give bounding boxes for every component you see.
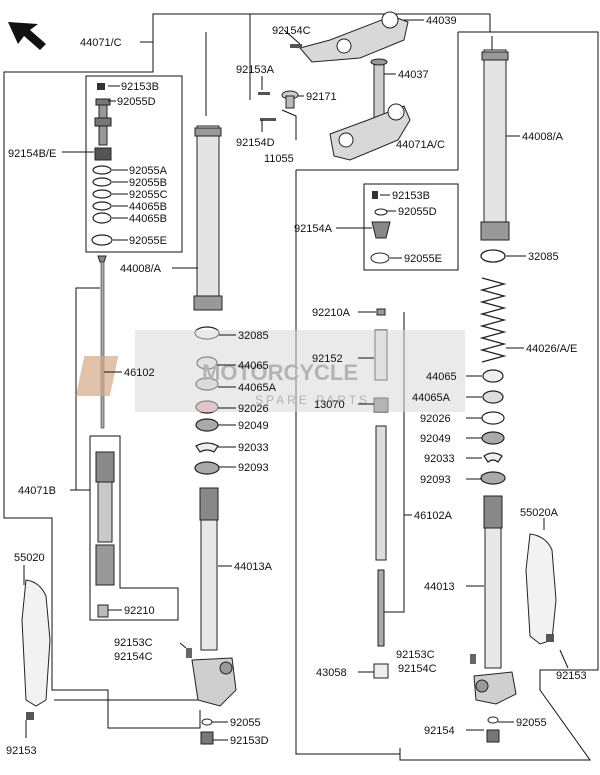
label-44071C: 44071/C: [80, 37, 122, 49]
valve-assembly-92154BE: [94, 98, 112, 161]
label-44065-right: 44065: [426, 371, 457, 383]
watermark: MOTORCYCLE SPARE PARTS: [75, 330, 465, 412]
label-92210: 92210: [124, 605, 155, 617]
label-92153B-right: 92153B: [392, 190, 430, 202]
cap-bolt-92153B-right: [372, 191, 378, 199]
o-rings-stack: [91, 165, 113, 246]
label-92154D: 92154D: [236, 137, 275, 149]
label-44013A: 44013A: [234, 561, 273, 573]
label-92055E: 92055E: [129, 235, 167, 247]
label-44065A-right: 44065A: [412, 392, 451, 404]
rod-46102: [97, 255, 107, 429]
label-44071AC: 44071A/C: [396, 139, 445, 151]
outer-tube-44008A-left: [193, 32, 223, 311]
label-46102: 46102: [124, 367, 155, 379]
fork-guard-55020A: [525, 533, 557, 645]
label-92055A: 92055A: [129, 165, 168, 177]
label-92153: 92153: [6, 745, 37, 757]
label-55020: 55020: [14, 552, 45, 564]
label-92026: 92026: [238, 403, 269, 415]
label-44065B: 44065B: [129, 201, 167, 213]
outer-tube-44008A-right: [480, 36, 510, 241]
seal-rings-right: [480, 369, 506, 485]
label-92210A: 92210A: [312, 307, 351, 319]
front-direction-arrow-icon: [8, 22, 46, 50]
part-labels: 44071/C 92153B 92055D 92154B/E 92055A 92…: [6, 15, 587, 757]
label-92153C: 92153C: [114, 637, 153, 649]
label-32085-right: 32085: [528, 251, 559, 263]
svg-text:SPARE PARTS: SPARE PARTS: [255, 393, 370, 407]
label-43058: 43058: [316, 667, 347, 679]
label-92055B: 92055B: [129, 177, 167, 189]
label-92026-right: 92026: [420, 413, 451, 425]
label-44037: 44037: [398, 69, 429, 81]
label-92153C-right: 92153C: [396, 649, 435, 661]
label-92055: 92055: [230, 717, 261, 729]
label-92154C-right: 92154C: [398, 663, 437, 675]
inner-tube-44013A-left: [186, 487, 237, 745]
leader-lines: [23, 19, 569, 741]
label-92093-right: 92093: [420, 474, 451, 486]
label-46102A: 46102A: [414, 510, 453, 522]
lower-clamp-11055: [329, 103, 411, 161]
label-92049-right: 92049: [420, 433, 451, 445]
label-92049: 92049: [238, 420, 269, 432]
label-92153D: 92153D: [230, 735, 269, 747]
label-44026AE: 44026/A/E: [526, 343, 577, 355]
label-92055-right: 92055: [516, 717, 547, 729]
label-55020A: 55020A: [520, 507, 559, 519]
label-92154: 92154: [424, 725, 455, 737]
label-92055E-right: 92055E: [404, 253, 442, 265]
label-32085: 32085: [238, 330, 269, 342]
label-44065B-2: 44065B: [129, 213, 167, 225]
label-44008A-right: 44008/A: [522, 131, 564, 143]
label-44065: 44065: [238, 360, 269, 372]
svg-text:MOTORCYCLE: MOTORCYCLE: [202, 360, 358, 385]
label-92093: 92093: [238, 462, 269, 474]
label-92154BE: 92154B/E: [8, 148, 56, 160]
label-92055D: 92055D: [117, 96, 156, 108]
label-44013: 44013: [424, 581, 455, 593]
label-92033: 92033: [238, 442, 269, 454]
label-92055C: 92055C: [129, 189, 168, 201]
fork-guard-55020: [21, 579, 51, 720]
valve-92154A: [370, 208, 391, 264]
label-44008A: 44008/A: [120, 263, 162, 275]
label-92055D-right: 92055D: [398, 206, 437, 218]
bracket-92171: [258, 90, 299, 140]
cap-bolt-92153B: [97, 83, 105, 90]
label-44071B: 44071B: [18, 485, 56, 497]
label-92152: 92152: [312, 353, 343, 365]
label-11055: 11055: [264, 153, 294, 165]
stem-44037: [370, 58, 388, 123]
label-92153-right: 92153: [556, 670, 587, 682]
inner-tube-44013-right: [470, 495, 517, 743]
label-44039: 44039: [426, 15, 457, 27]
label-92153A: 92153A: [236, 64, 275, 76]
label-92153B: 92153B: [121, 81, 159, 93]
label-92033-right: 92033: [424, 453, 455, 465]
upper-clamp-44039: [290, 11, 409, 63]
spring-44026AE: [479, 249, 507, 363]
label-92171: 92171: [306, 91, 337, 103]
label-44065A: 44065A: [238, 382, 277, 394]
label-92154C: 92154C: [114, 651, 153, 663]
cartridge-44071B: [95, 451, 115, 618]
label-92154C-top: 92154C: [272, 25, 311, 37]
label-92154A: 92154A: [294, 223, 333, 235]
label-13070: 13070: [314, 399, 345, 411]
